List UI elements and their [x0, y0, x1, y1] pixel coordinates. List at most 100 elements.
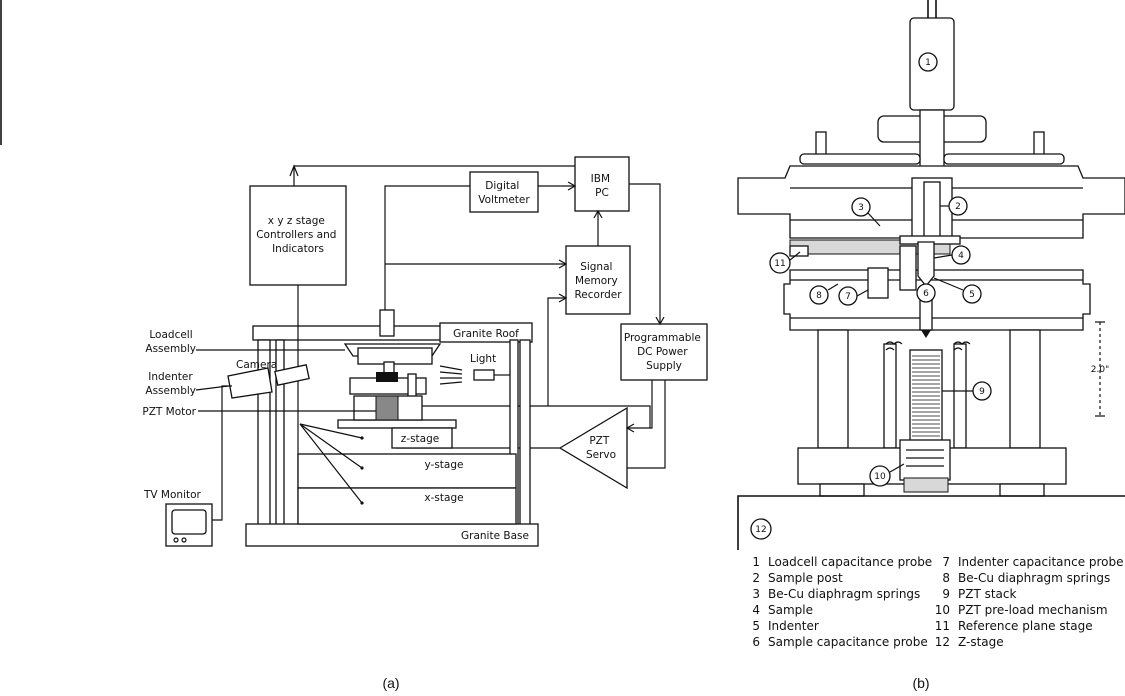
z-stage-block	[391, 427, 453, 449]
power-supply-box	[620, 323, 708, 381]
loadcell-body	[357, 347, 433, 365]
tv-knob-1	[173, 537, 179, 543]
leader-indenter	[195, 385, 229, 391]
callout-9: 9	[972, 381, 992, 401]
light-ray-1	[439, 365, 463, 371]
pzt-stack	[909, 349, 943, 447]
pointer-x	[299, 423, 363, 504]
loadcell-probe	[379, 309, 395, 337]
leader-5	[933, 277, 964, 291]
x-stage-label: x-stage	[424, 492, 463, 504]
camera-body	[227, 367, 273, 399]
frame-post-right-2	[519, 339, 531, 527]
legend-num: 9	[942, 587, 950, 601]
spring-left	[885, 341, 903, 351]
digital-voltmeter-box	[469, 171, 539, 213]
arrow-voltmeter-pc	[567, 181, 577, 191]
svg-text:7: 7	[845, 292, 851, 302]
loadcell-assembly-label: Loadcell Assembly	[145, 329, 196, 355]
legend-right: 7 Indenter capacitance probe 8 Be-Cu dia…	[935, 555, 1124, 649]
wire-power-servo-2	[627, 380, 666, 469]
callout-10: 10	[869, 465, 891, 487]
light-source	[473, 369, 495, 381]
top-spring-right	[943, 153, 1065, 165]
pzt-guide-right	[953, 343, 967, 449]
light-label: Light	[470, 353, 496, 365]
legend-text: Indenter capacitance probe	[958, 555, 1124, 569]
callout-11: 11	[769, 252, 791, 274]
y-stage-label: y-stage	[425, 459, 464, 471]
column-left	[817, 329, 849, 449]
legend-text: Sample capacitance probe	[768, 635, 928, 649]
svg-text:10: 10	[874, 472, 886, 482]
callout-12: 12	[750, 518, 772, 540]
svg-text:8: 8	[816, 291, 822, 301]
probe-shaft	[919, 109, 945, 177]
legend-num: 10	[935, 603, 950, 617]
svg-text:11: 11	[774, 259, 785, 269]
power-supply-label: Programmable DC Power Supply	[624, 332, 704, 372]
pzt-motor-core	[375, 395, 399, 421]
light-ray-2	[439, 371, 463, 375]
leader-10	[889, 463, 905, 473]
top-post-left	[815, 131, 827, 157]
svg-text:4: 4	[958, 251, 964, 261]
legend-text: PZT pre-load mechanism	[958, 603, 1108, 617]
pointer-dot-z	[360, 436, 364, 440]
panel-b-diagram: 2.0" 1 2 3 4 5 6 7 8 9 10 11 12 1 Loadce…	[737, 0, 1125, 691]
wire-tv-camera	[212, 385, 232, 521]
legend-num: 4	[752, 603, 760, 617]
svg-text:3: 3	[858, 203, 864, 213]
callout-5: 5	[962, 284, 982, 304]
legend-left: 1 Loadcell capacitance probe 2 Sample po…	[752, 555, 932, 649]
pointer-dot-x	[360, 501, 364, 505]
caption-a: (a)	[382, 675, 399, 691]
preload-base	[903, 477, 949, 493]
pzt-guide-left	[883, 343, 897, 449]
ibm-pc-box	[574, 156, 630, 212]
svg-text:9: 9	[979, 387, 985, 397]
top-spring-left	[799, 153, 921, 165]
callout-3: 3	[851, 197, 871, 217]
legend-num: 2	[752, 571, 760, 585]
legend-num: 11	[935, 619, 950, 633]
granite-roof-block	[439, 322, 533, 343]
pzt-servo-triangle	[558, 406, 628, 490]
leader-4	[933, 254, 953, 259]
legend-text: Reference plane stage	[958, 619, 1093, 633]
arrow-to-recorder	[558, 259, 568, 269]
svg-text:1: 1	[925, 58, 931, 68]
camera-label: Camera	[236, 359, 277, 371]
legend-num: 5	[752, 619, 760, 633]
svg-text:12: 12	[755, 525, 766, 535]
callout-8: 8	[809, 285, 829, 305]
column-right	[1009, 329, 1041, 449]
middle-frame	[783, 269, 1091, 331]
wire-servo-recorder	[547, 297, 566, 406]
z-stage-outline	[737, 495, 1125, 550]
callout-7: 7	[838, 286, 858, 306]
granite-base-label: Granite Base	[461, 530, 529, 542]
wire-pzt-line	[410, 405, 651, 428]
panel-a-diagram: x y z stage Controllers and Indicators D…	[142, 156, 708, 691]
digital-voltmeter-label: Digital Voltmeter	[478, 180, 530, 206]
wire-pc-power	[629, 183, 661, 324]
legend-num: 8	[942, 571, 950, 585]
callout-4: 4	[951, 245, 971, 265]
callout-2: 2	[948, 196, 968, 216]
legend-num: 7	[942, 555, 950, 569]
dimension-label: 2.0"	[1091, 365, 1109, 375]
sample-b	[917, 241, 935, 288]
granite-roof-label: Granite Roof	[453, 328, 519, 340]
wire-power-servo	[627, 380, 653, 429]
tv-knob-2	[181, 537, 187, 543]
pointer-y	[299, 423, 363, 469]
pzt-motor-label: PZT Motor	[142, 406, 196, 418]
legend-text: Indenter	[768, 619, 819, 633]
svg-text:2: 2	[955, 202, 961, 212]
tv-monitor-screen	[171, 509, 207, 535]
wire-probe-voltmeter	[384, 185, 470, 310]
x-stage-block	[297, 487, 517, 525]
pzt-servo-label: PZT Servo	[586, 435, 616, 461]
